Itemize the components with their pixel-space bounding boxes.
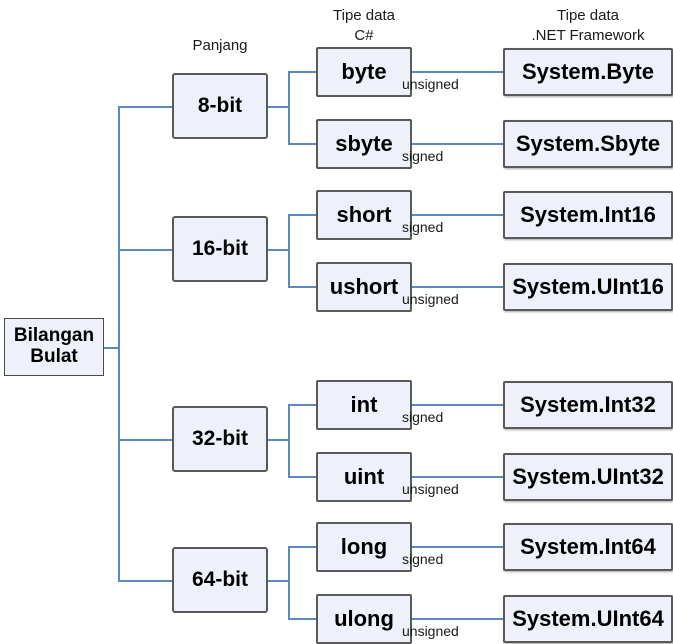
connector-ulong-to-dotnet	[412, 618, 503, 620]
node-dotnet-system-uint16-label: System.UInt16	[512, 273, 664, 299]
node-root-bilangan-bulat[interactable]: Bilangan Bulat	[4, 318, 104, 376]
connector-64bit-subspine	[288, 546, 290, 620]
edge-label-short-signedness: signed	[402, 219, 443, 235]
edge-label-long-signedness: signed	[402, 551, 443, 567]
edge-label-byte-signedness-text: unsigned	[402, 76, 459, 92]
edge-label-uint-signedness-text: unsigned	[402, 481, 459, 497]
column-header-dotnet-line2: .NET Framework	[531, 27, 645, 45]
node-dotnet-system-uint32-label: System.UInt32	[512, 463, 664, 489]
edge-label-ulong-signedness-text: unsigned	[402, 623, 459, 639]
node-size-16-bit-label: 16-bit	[191, 237, 248, 261]
node-csharp-short-label: short	[336, 201, 392, 227]
connector-32bit-to-int	[288, 404, 318, 406]
column-header-dotnet: Tipe data .NET Framework	[500, 6, 673, 47]
node-csharp-long[interactable]: long	[316, 522, 412, 572]
edge-label-ushort-signedness: unsigned	[402, 291, 459, 307]
connector-16bit-to-short	[288, 214, 318, 216]
node-csharp-sbyte[interactable]: sbyte	[316, 119, 412, 169]
node-csharp-byte[interactable]: byte	[316, 47, 412, 97]
node-size-64-bit-label: 64-bit	[191, 568, 248, 592]
node-dotnet-system-uint32[interactable]: System.UInt32	[503, 453, 673, 501]
connector-ushort-to-dotnet	[412, 286, 503, 288]
edge-label-int-signedness: signed	[402, 409, 443, 425]
connector-long-to-dotnet	[412, 546, 503, 548]
node-dotnet-system-int64-label: System.Int64	[520, 533, 656, 559]
node-size-64-bit[interactable]: 64-bit	[172, 547, 268, 613]
edge-label-ushort-signedness-text: unsigned	[402, 291, 459, 307]
connector-spine-to-8bit	[118, 106, 172, 108]
node-dotnet-system-int64[interactable]: System.Int64	[503, 523, 673, 571]
node-dotnet-system-int32[interactable]: System.Int32	[503, 381, 673, 429]
connector-short-to-dotnet	[412, 214, 503, 216]
node-csharp-ushort[interactable]: ushort	[316, 262, 412, 312]
connector-8bit-subspine	[288, 71, 290, 145]
edge-label-sbyte-signedness-text: signed	[402, 148, 444, 164]
connector-8bit-stub	[268, 106, 290, 108]
node-csharp-int-label: int	[350, 391, 378, 417]
node-csharp-ulong-label: ulong	[334, 605, 394, 631]
column-header-csharp-line1: Tipe data	[333, 7, 395, 24]
node-csharp-int[interactable]: int	[316, 380, 412, 430]
node-dotnet-system-uint64[interactable]: System.UInt64	[503, 595, 673, 643]
node-dotnet-system-uint16[interactable]: System.UInt16	[503, 263, 673, 311]
node-size-16-bit[interactable]: 16-bit	[172, 216, 268, 282]
edge-label-long-signedness-text: signed	[402, 551, 444, 567]
connector-sbyte-to-dotnet	[412, 143, 503, 145]
connector-8bit-to-sbyte	[288, 143, 318, 145]
node-dotnet-system-sbyte[interactable]: System.Sbyte	[503, 120, 673, 168]
node-dotnet-system-byte[interactable]: System.Byte	[503, 48, 673, 96]
node-dotnet-system-byte-label: System.Byte	[521, 58, 655, 84]
connector-root-stub	[104, 347, 120, 349]
connector-uint-to-dotnet	[412, 476, 503, 478]
connector-int-to-dotnet	[412, 404, 503, 406]
node-csharp-ushort-label: ushort	[329, 273, 399, 299]
node-csharp-uint[interactable]: uint	[316, 452, 412, 502]
connector-8bit-to-byte	[288, 71, 318, 73]
node-root-label: Bilangan Bulat	[13, 325, 95, 367]
connector-64bit-stub	[268, 580, 290, 582]
connector-32bit-to-uint	[288, 476, 318, 478]
connector-16bit-to-ushort	[288, 286, 318, 288]
connector-32bit-subspine	[288, 404, 290, 478]
edge-label-ulong-signedness: unsigned	[402, 623, 459, 639]
column-header-panjang-text: Panjang	[192, 37, 248, 54]
connector-64bit-to-ulong	[288, 618, 318, 620]
connector-main-spine	[118, 106, 120, 581]
connector-16bit-subspine	[288, 214, 290, 288]
node-csharp-ulong[interactable]: ulong	[316, 594, 412, 644]
edge-label-sbyte-signedness: signed	[402, 148, 443, 164]
column-header-csharp-line2: C#	[354, 27, 374, 45]
node-csharp-sbyte-label: sbyte	[335, 130, 393, 156]
edge-label-short-signedness-text: signed	[402, 219, 444, 235]
connector-64bit-to-long	[288, 546, 318, 548]
node-csharp-short[interactable]: short	[316, 190, 412, 240]
connector-byte-to-dotnet	[412, 71, 503, 73]
edge-label-uint-signedness: unsigned	[402, 481, 459, 497]
node-dotnet-system-int32-label: System.Int32	[520, 391, 656, 417]
column-header-csharp: Tipe data C#	[308, 6, 420, 47]
connector-16bit-stub	[268, 249, 290, 251]
column-header-panjang: Panjang	[170, 36, 270, 56]
node-dotnet-system-sbyte-label: System.Sbyte	[515, 130, 661, 156]
node-size-32-bit[interactable]: 32-bit	[172, 406, 268, 472]
connector-spine-to-64bit	[118, 580, 172, 582]
node-size-32-bit-label: 32-bit	[191, 427, 248, 451]
node-csharp-long-label: long	[340, 533, 388, 559]
node-dotnet-system-uint64-label: System.UInt64	[512, 605, 664, 631]
node-csharp-uint-label: uint	[343, 463, 385, 489]
edge-label-int-signedness-text: signed	[402, 409, 444, 425]
node-csharp-byte-label: byte	[341, 58, 387, 84]
column-header-dotnet-line1: Tipe data	[557, 7, 619, 24]
node-size-8-bit[interactable]: 8-bit	[172, 73, 268, 139]
node-size-8-bit-label: 8-bit	[197, 94, 243, 118]
edge-label-byte-signedness: unsigned	[402, 76, 459, 92]
node-dotnet-system-int16[interactable]: System.Int16	[503, 191, 673, 239]
connector-spine-to-32bit	[118, 439, 172, 441]
connector-32bit-stub	[268, 439, 290, 441]
node-dotnet-system-int16-label: System.Int16	[520, 201, 656, 227]
connector-spine-to-16bit	[118, 249, 172, 251]
